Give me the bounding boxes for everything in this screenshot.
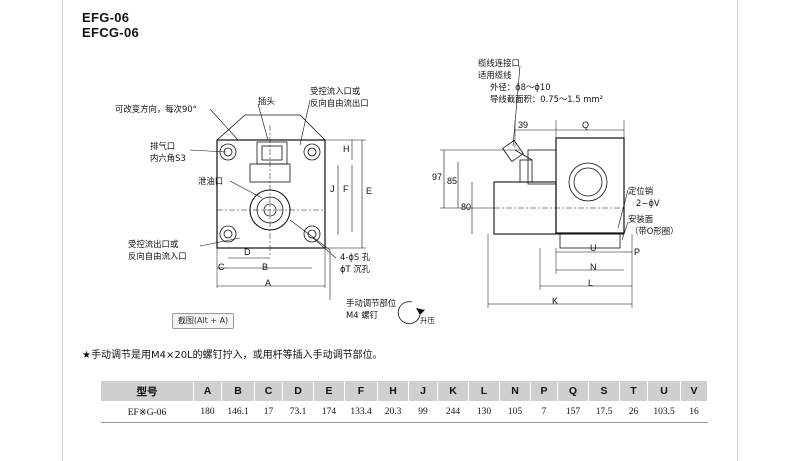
col-J: J xyxy=(408,380,438,402)
manual-label-1: 手动调节部位 xyxy=(346,298,397,308)
dim-H: H xyxy=(343,144,350,154)
pilot-out-label-2: 反向自由流入口 xyxy=(128,251,187,261)
col-H: H xyxy=(377,380,409,402)
col-model: 型号 xyxy=(100,380,194,402)
dimension-table: 型号 A B C D E F H J K L N P Q S T U V EF※… xyxy=(100,380,708,423)
manual-adjust-note: ★手动调节是用M4×20L的螺钉拧入，或用杆等插入手动调节部位。 xyxy=(82,350,383,361)
cell-F: 133.4 xyxy=(344,401,378,423)
rotatable-label: 可改变方向，每次90° xyxy=(115,104,197,114)
plug-label: 插头 xyxy=(258,96,275,106)
col-N: N xyxy=(499,380,531,402)
cell-C: 17 xyxy=(254,401,283,423)
col-K: K xyxy=(437,380,469,402)
cell-H: 20.3 xyxy=(377,401,409,423)
col-E: E xyxy=(313,380,345,402)
dim-F: F xyxy=(343,184,349,194)
col-L: L xyxy=(468,380,500,402)
manual-label-2: M4 螺钉 xyxy=(346,310,378,320)
col-A: A xyxy=(193,380,222,402)
dim-N: N xyxy=(590,262,597,272)
cell-N: 105 xyxy=(499,401,531,423)
dim-P: P xyxy=(634,247,641,257)
holes-label-2: ϕT 沉孔 xyxy=(340,264,371,274)
cell-Q: 157 xyxy=(557,401,589,423)
col-P: P xyxy=(530,380,558,402)
locate-pin-label-1: 定位销 xyxy=(628,186,654,196)
cable-label-1: 缆线连接口 xyxy=(478,58,520,68)
col-T: T xyxy=(619,380,648,402)
cell-V: 16 xyxy=(680,401,708,423)
cell-model: EF※G-06 xyxy=(100,401,194,423)
cell-B: 146.1 xyxy=(221,401,255,423)
mount-face-label-2: （带O形圈） xyxy=(630,226,679,236)
col-S: S xyxy=(588,380,620,402)
cell-K: 244 xyxy=(437,401,469,423)
rise-label: 升压 xyxy=(420,316,435,325)
cell-S: 17.5 xyxy=(588,401,620,423)
front-view xyxy=(189,99,425,324)
dim-80: 80 xyxy=(461,202,472,212)
side-view xyxy=(440,65,633,308)
dim-E: E xyxy=(366,186,373,196)
dim-D: D xyxy=(244,247,251,257)
dim-L: L xyxy=(588,278,594,288)
cell-A: 180 xyxy=(193,401,222,423)
table-row: EF※G-06 180 146.1 17 73.1 174 133.4 20.3… xyxy=(100,401,708,423)
vent-label-1: 排气口 xyxy=(150,141,176,151)
dim-39: 39 xyxy=(518,120,529,130)
drain-label: 泄油口 xyxy=(198,176,224,186)
model-title-2: EFCG-06 xyxy=(82,25,140,40)
screenshot-button[interactable]: 截图(Alt + A) xyxy=(172,313,234,329)
col-V: V xyxy=(680,380,708,402)
dim-J: J xyxy=(330,184,335,194)
pilot-in-label-2: 反向自由流出口 xyxy=(310,98,369,108)
table-header-row: 型号 A B C D E F H J K L N P Q S T U V xyxy=(100,380,708,402)
cell-U: 103.5 xyxy=(647,401,681,423)
locate-pin-label-2: 2−ϕV xyxy=(636,198,660,208)
dim-B: B xyxy=(262,262,269,272)
dim-A: A xyxy=(265,278,272,288)
cell-J: 99 xyxy=(408,401,438,423)
col-B: B xyxy=(221,380,255,402)
cable-label-3: 外径：ϕ8～ϕ10 xyxy=(490,82,551,92)
mount-face-label-1: 安装面 xyxy=(628,214,654,224)
dim-97: 97 xyxy=(432,172,443,182)
cell-E: 174 xyxy=(313,401,345,423)
holes-label-1: 4-ϕS 孔 xyxy=(340,252,371,262)
dim-C: C xyxy=(218,262,225,272)
pilot-out-label-1: 受控流出口或 xyxy=(128,239,179,249)
cell-T: 26 xyxy=(619,401,648,423)
dim-85: 85 xyxy=(447,176,458,186)
cable-label-4: 导线截面积：0.75～1.5 mm² xyxy=(490,94,603,104)
cell-L: 130 xyxy=(468,401,500,423)
col-D: D xyxy=(282,380,314,402)
dim-K: K xyxy=(552,296,559,306)
model-title-1: EFG-06 xyxy=(82,10,130,25)
col-C: C xyxy=(254,380,283,402)
cell-D: 73.1 xyxy=(282,401,314,423)
vent-label-2: 内六角S3 xyxy=(150,153,186,163)
dim-Q: Q xyxy=(582,120,590,130)
col-U: U xyxy=(647,380,681,402)
dim-U: U xyxy=(590,243,597,253)
pilot-in-label-1: 受控流入口或 xyxy=(310,86,361,96)
col-F: F xyxy=(344,380,378,402)
cell-P: 7 xyxy=(530,401,558,423)
col-Q: Q xyxy=(557,380,589,402)
cable-label-2: 适用缆线 xyxy=(478,70,512,80)
